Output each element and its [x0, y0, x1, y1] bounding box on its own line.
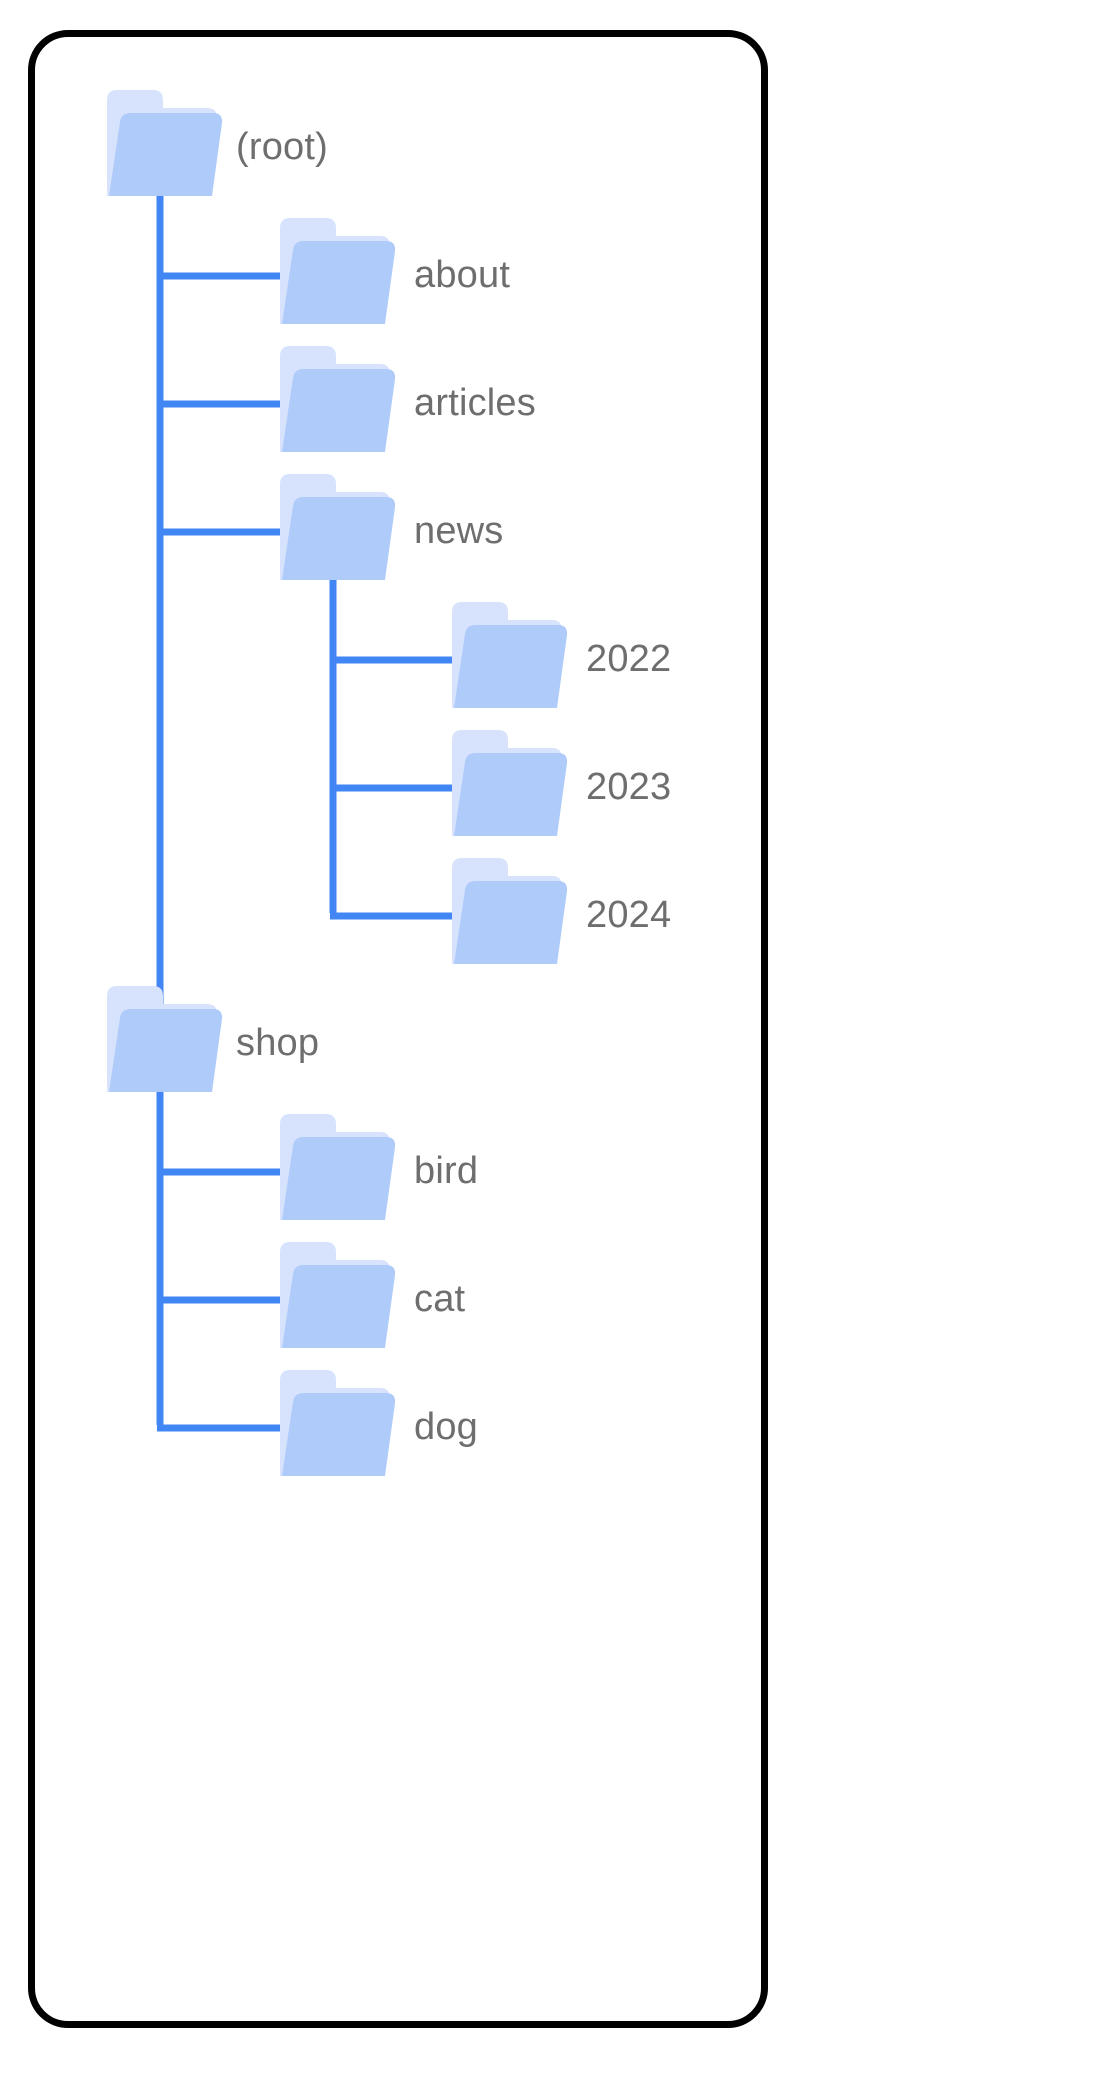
- folder-icon[interactable]: [280, 1370, 396, 1476]
- folder-icon[interactable]: [280, 218, 396, 324]
- folder-icon[interactable]: [280, 474, 396, 580]
- node-label-2024[interactable]: 2024: [586, 894, 672, 936]
- folder-icon[interactable]: [107, 90, 223, 196]
- node-label-2023[interactable]: 2023: [586, 766, 672, 808]
- folder-icon[interactable]: [107, 986, 223, 1092]
- node-label-cat[interactable]: cat: [414, 1278, 466, 1320]
- node-label-2022[interactable]: 2022: [586, 638, 672, 680]
- folder-icons: [107, 90, 568, 1476]
- node-label-shop[interactable]: shop: [236, 1022, 320, 1064]
- node-label-about[interactable]: about: [414, 254, 511, 296]
- folder-icon[interactable]: [452, 858, 568, 964]
- folder-icon[interactable]: [452, 602, 568, 708]
- node-label-dog[interactable]: dog: [414, 1406, 479, 1448]
- node-label-root[interactable]: (root): [236, 126, 328, 168]
- folder-icon[interactable]: [280, 346, 396, 452]
- node-label-bird[interactable]: bird: [414, 1150, 479, 1192]
- node-label-news[interactable]: news: [414, 510, 504, 552]
- folder-icon[interactable]: [280, 1242, 396, 1348]
- node-label-articles[interactable]: articles: [414, 382, 536, 424]
- folder-icon[interactable]: [280, 1114, 396, 1220]
- folder-icon[interactable]: [452, 730, 568, 836]
